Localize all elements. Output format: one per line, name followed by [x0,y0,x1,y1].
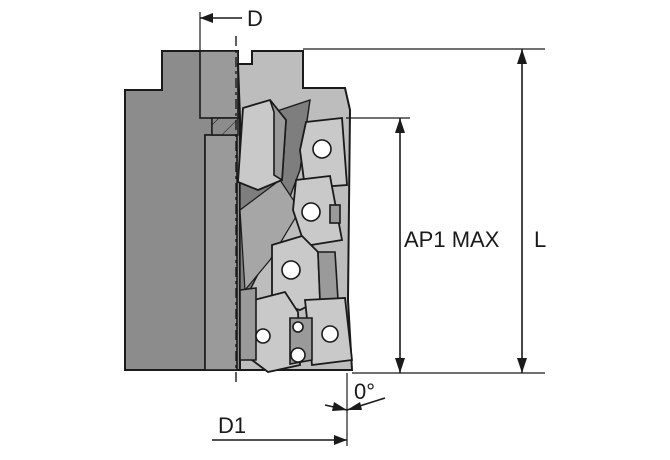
dimension-d: D [199,6,263,51]
dimension-label-d1: D1 [218,413,246,438]
torx-screw-icon [301,202,321,222]
dimension-d1: D1 [212,413,347,445]
torx-screw-icon [292,321,304,333]
torx-screw-icon [255,328,271,344]
dimension-label-l: L [534,227,546,252]
torx-screw-icon [321,325,339,343]
torx-screw-icon [312,139,332,159]
insert-screws [255,139,339,363]
torx-screw-icon [281,260,301,280]
torx-screw-icon [290,347,306,363]
dimension-label-ap1-max: AP1 MAX [404,227,500,252]
insert-top [237,98,287,191]
insert-bottom-left [239,287,313,373]
dimension-ap1-max: AP1 MAX [346,117,500,373]
dimension-l: L [303,48,546,374]
dimension-label-angle: 0° [354,379,375,404]
dimension-label-d: D [247,6,263,31]
dimension-angle: 0° [324,373,386,446]
